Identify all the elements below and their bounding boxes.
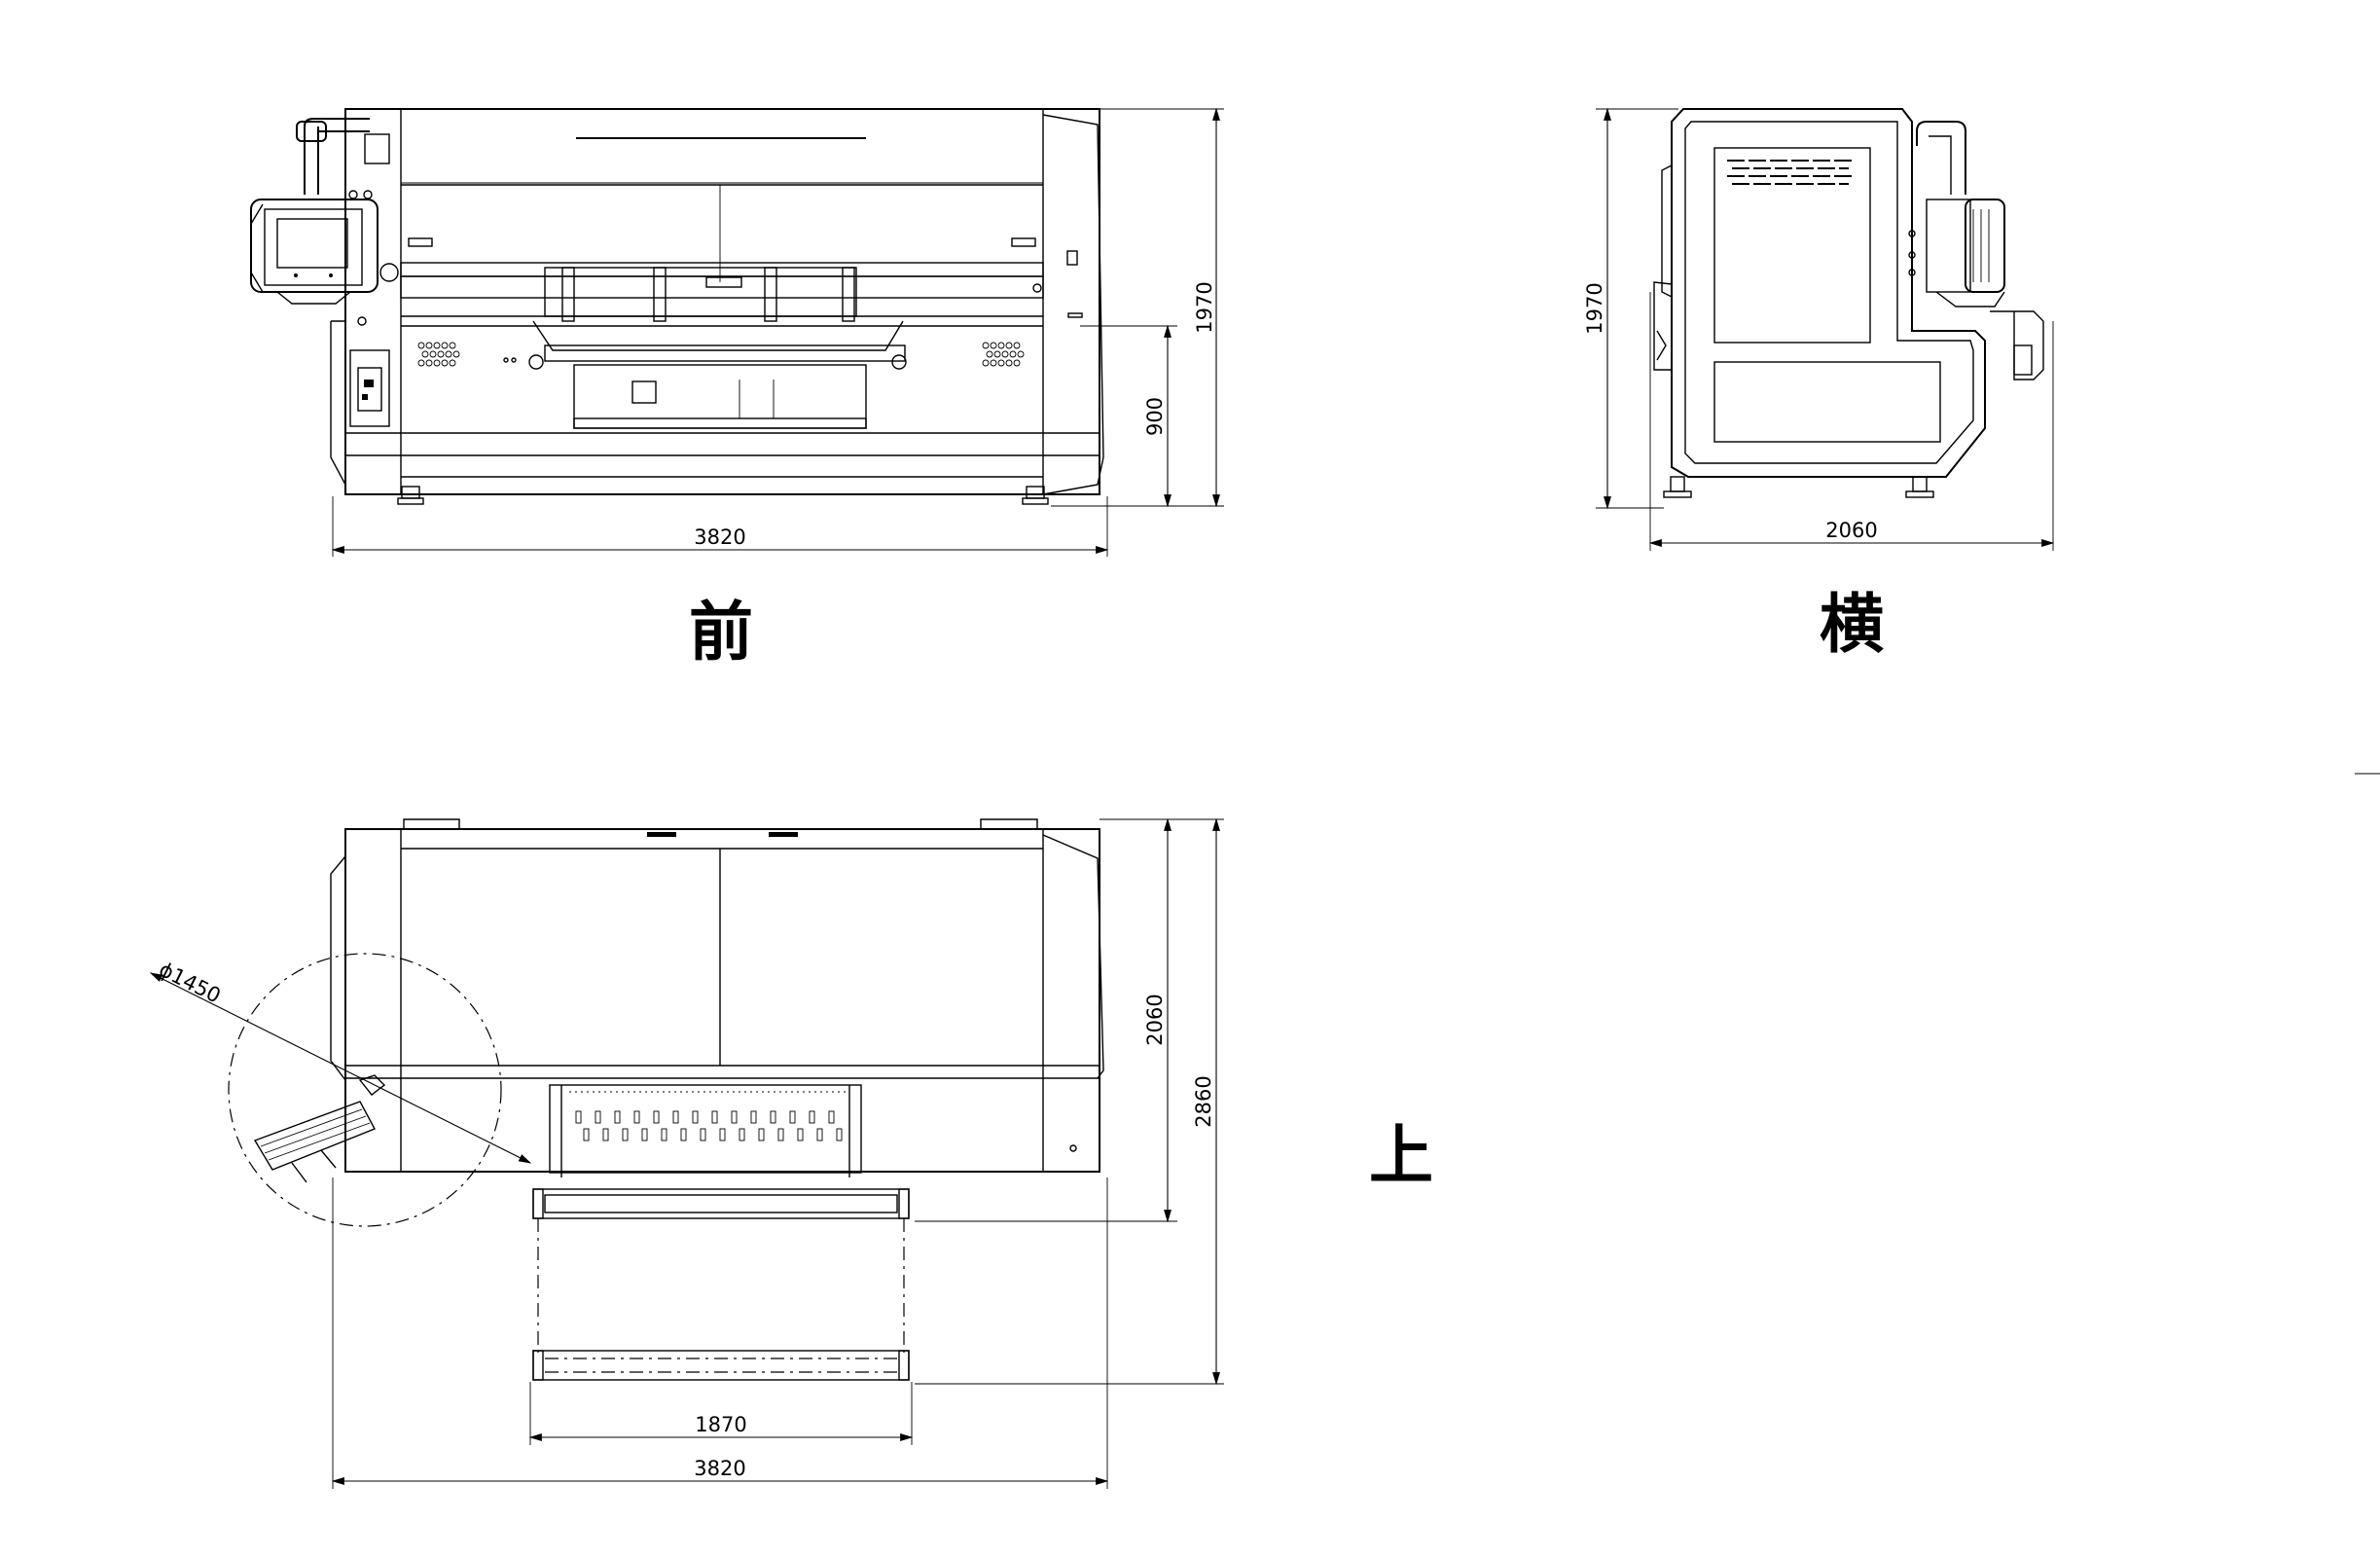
top-view: ϕ1450 bbox=[149, 818, 1104, 1381]
dim-top-depth: 2060 bbox=[1143, 994, 1167, 1045]
dim-top-table-width: 1870 bbox=[695, 1413, 746, 1436]
front-view-label: 前 bbox=[689, 595, 753, 670]
right-vent-grille bbox=[982, 342, 1025, 367]
dim-front-table-height: 900 bbox=[1143, 397, 1167, 436]
dim-swing-diameter: ϕ1450 bbox=[156, 958, 225, 1008]
dim-top-width: 3820 bbox=[694, 1457, 745, 1480]
top-view-label: 上 bbox=[1369, 1118, 1433, 1193]
dim-side-depth: 2060 bbox=[1825, 519, 1877, 542]
side-view-label: 横 bbox=[1820, 587, 1884, 662]
side-dimensions: 1970 2060 bbox=[1583, 107, 2055, 551]
control-panel-swing bbox=[253, 1074, 386, 1183]
front-view bbox=[250, 108, 1104, 505]
dim-top-total-depth: 2860 bbox=[1192, 1075, 1215, 1127]
top-dimensions: 2060 2860 1870 3820 bbox=[331, 817, 1224, 1489]
dim-front-width: 3820 bbox=[694, 525, 745, 549]
side-vent-slots bbox=[1727, 160, 1854, 185]
left-vent-grille bbox=[417, 342, 460, 367]
dim-side-height: 1970 bbox=[1583, 282, 1606, 334]
side-view bbox=[1653, 108, 2044, 498]
front-dimensions: 3820 1970 900 bbox=[331, 107, 1224, 557]
needle-bed-holes bbox=[575, 1110, 843, 1141]
dim-front-height: 1970 bbox=[1193, 281, 1216, 333]
